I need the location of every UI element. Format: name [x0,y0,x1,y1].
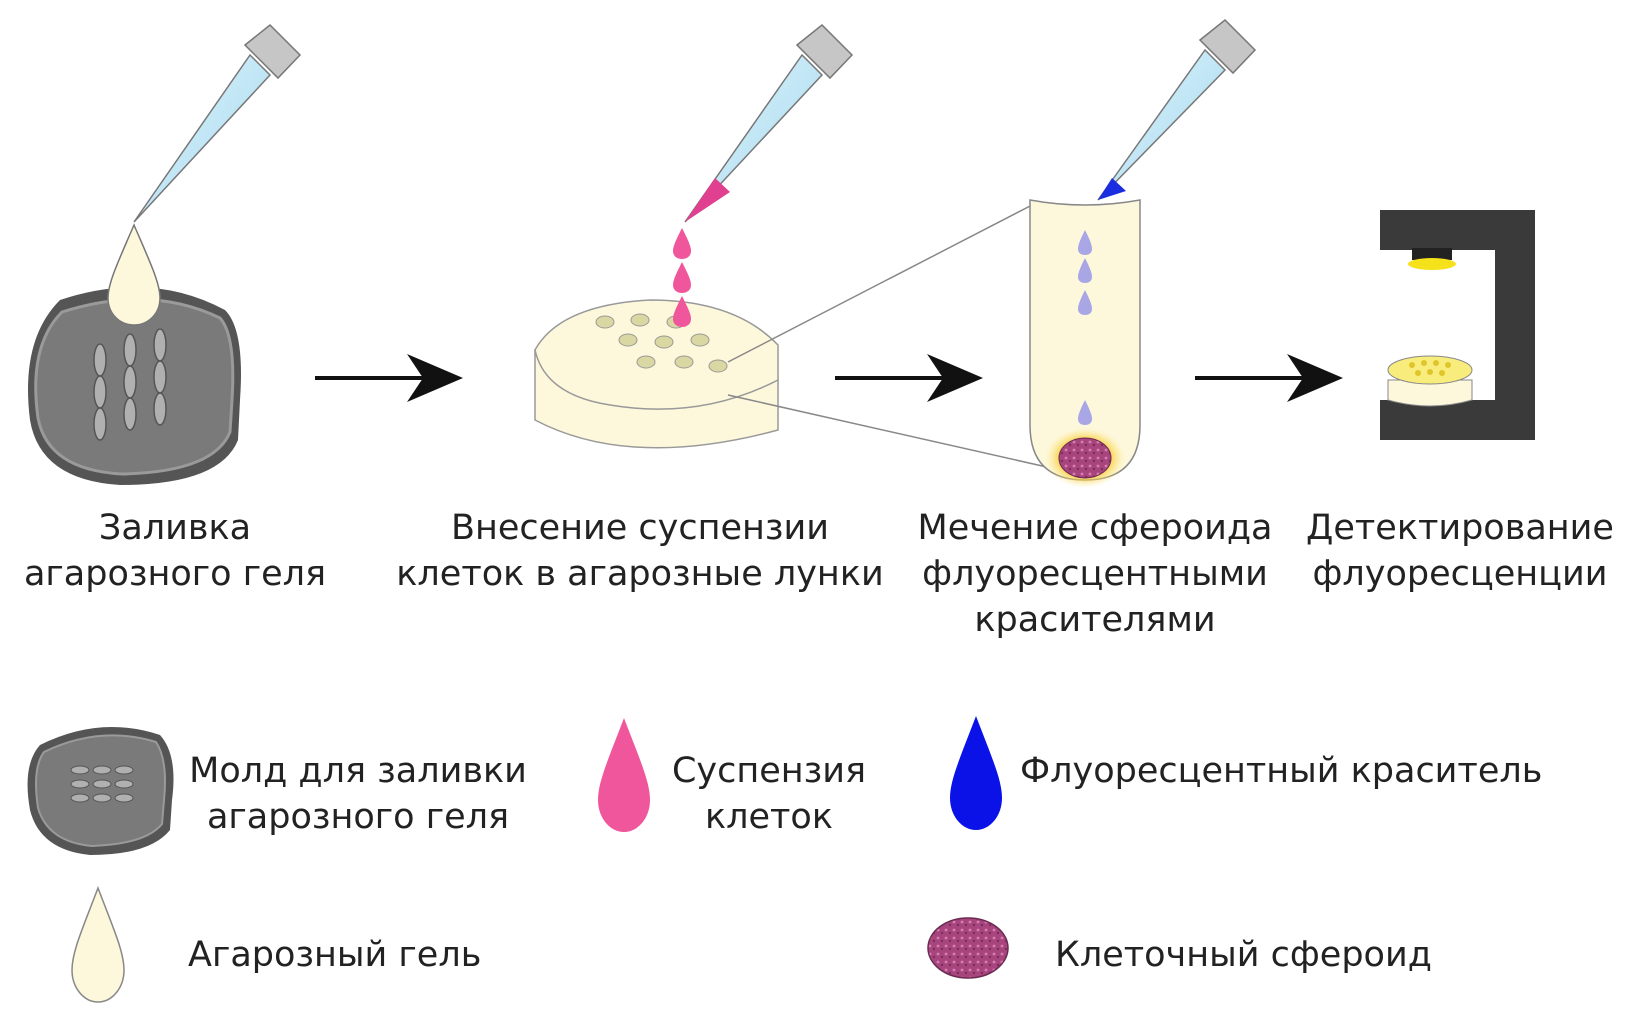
step4-illustration [1380,210,1535,440]
agarose-disc [534,299,779,410]
legend-dye-icon [950,716,1002,830]
legend-suspension-icon [598,718,650,832]
legend-suspension-label: Суспензия клеток [671,751,867,837]
legend-spheroid-label: Клеточный сфероид [1055,935,1432,975]
legend-dye-label: Флуоресцентный краситель [1020,751,1543,791]
legend-mold-icon [27,727,174,855]
well-tube [1029,199,1141,481]
detector-lens [1408,258,1456,270]
pipette-tip-icon [1097,18,1257,201]
pipette-tip-icon [684,23,854,223]
step3-caption: Мечение сфероида флуоресцентными красите… [917,508,1273,640]
step4-caption: Детектирование флуоресценции [1306,508,1614,594]
spheroid-in-well [1058,437,1112,479]
step3-illustration [1029,18,1257,488]
gel-drop-icon [107,223,161,326]
detector-frame [1380,210,1535,440]
pipette-tip-icon [133,23,302,223]
step2-illustration [534,23,1061,471]
step2-caption: Внесение суспензии клеток в агарозные лу… [396,508,884,594]
legend-gel-icon [71,885,125,1003]
step1-illustration [28,23,302,485]
step1-caption: Заливка агарозного геля [23,508,327,594]
legend-gel-label: Агарозный гель [188,935,482,975]
legend-mold-label: Молд для заливки агарозного геля [189,751,527,837]
legend-spheroid-icon [927,917,1009,979]
mold-grooves [93,328,167,441]
